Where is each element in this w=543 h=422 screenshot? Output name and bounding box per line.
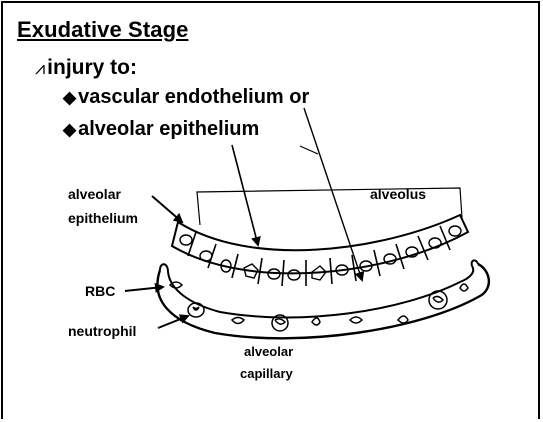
label-alveolus: alveolus bbox=[370, 186, 426, 202]
capillary-inner bbox=[168, 266, 473, 317]
capillary-end-right bbox=[472, 260, 478, 266]
label-rbc: RBC bbox=[85, 283, 115, 299]
pointer-stub bbox=[300, 146, 318, 154]
label-capillary-line2: capillary bbox=[240, 366, 294, 381]
label-epithelium-line2: epithelium bbox=[68, 210, 138, 226]
arrow-epithelium bbox=[152, 196, 182, 222]
capillary-cells bbox=[170, 282, 468, 331]
label-neutrophil: neutrophil bbox=[68, 323, 136, 339]
label-alveolar-line1: alveolar bbox=[68, 186, 121, 202]
pointer-arrow-epithelium bbox=[232, 145, 258, 245]
label-capillary-line1: alveolar bbox=[244, 344, 293, 359]
capillary-end-left bbox=[160, 264, 168, 272]
